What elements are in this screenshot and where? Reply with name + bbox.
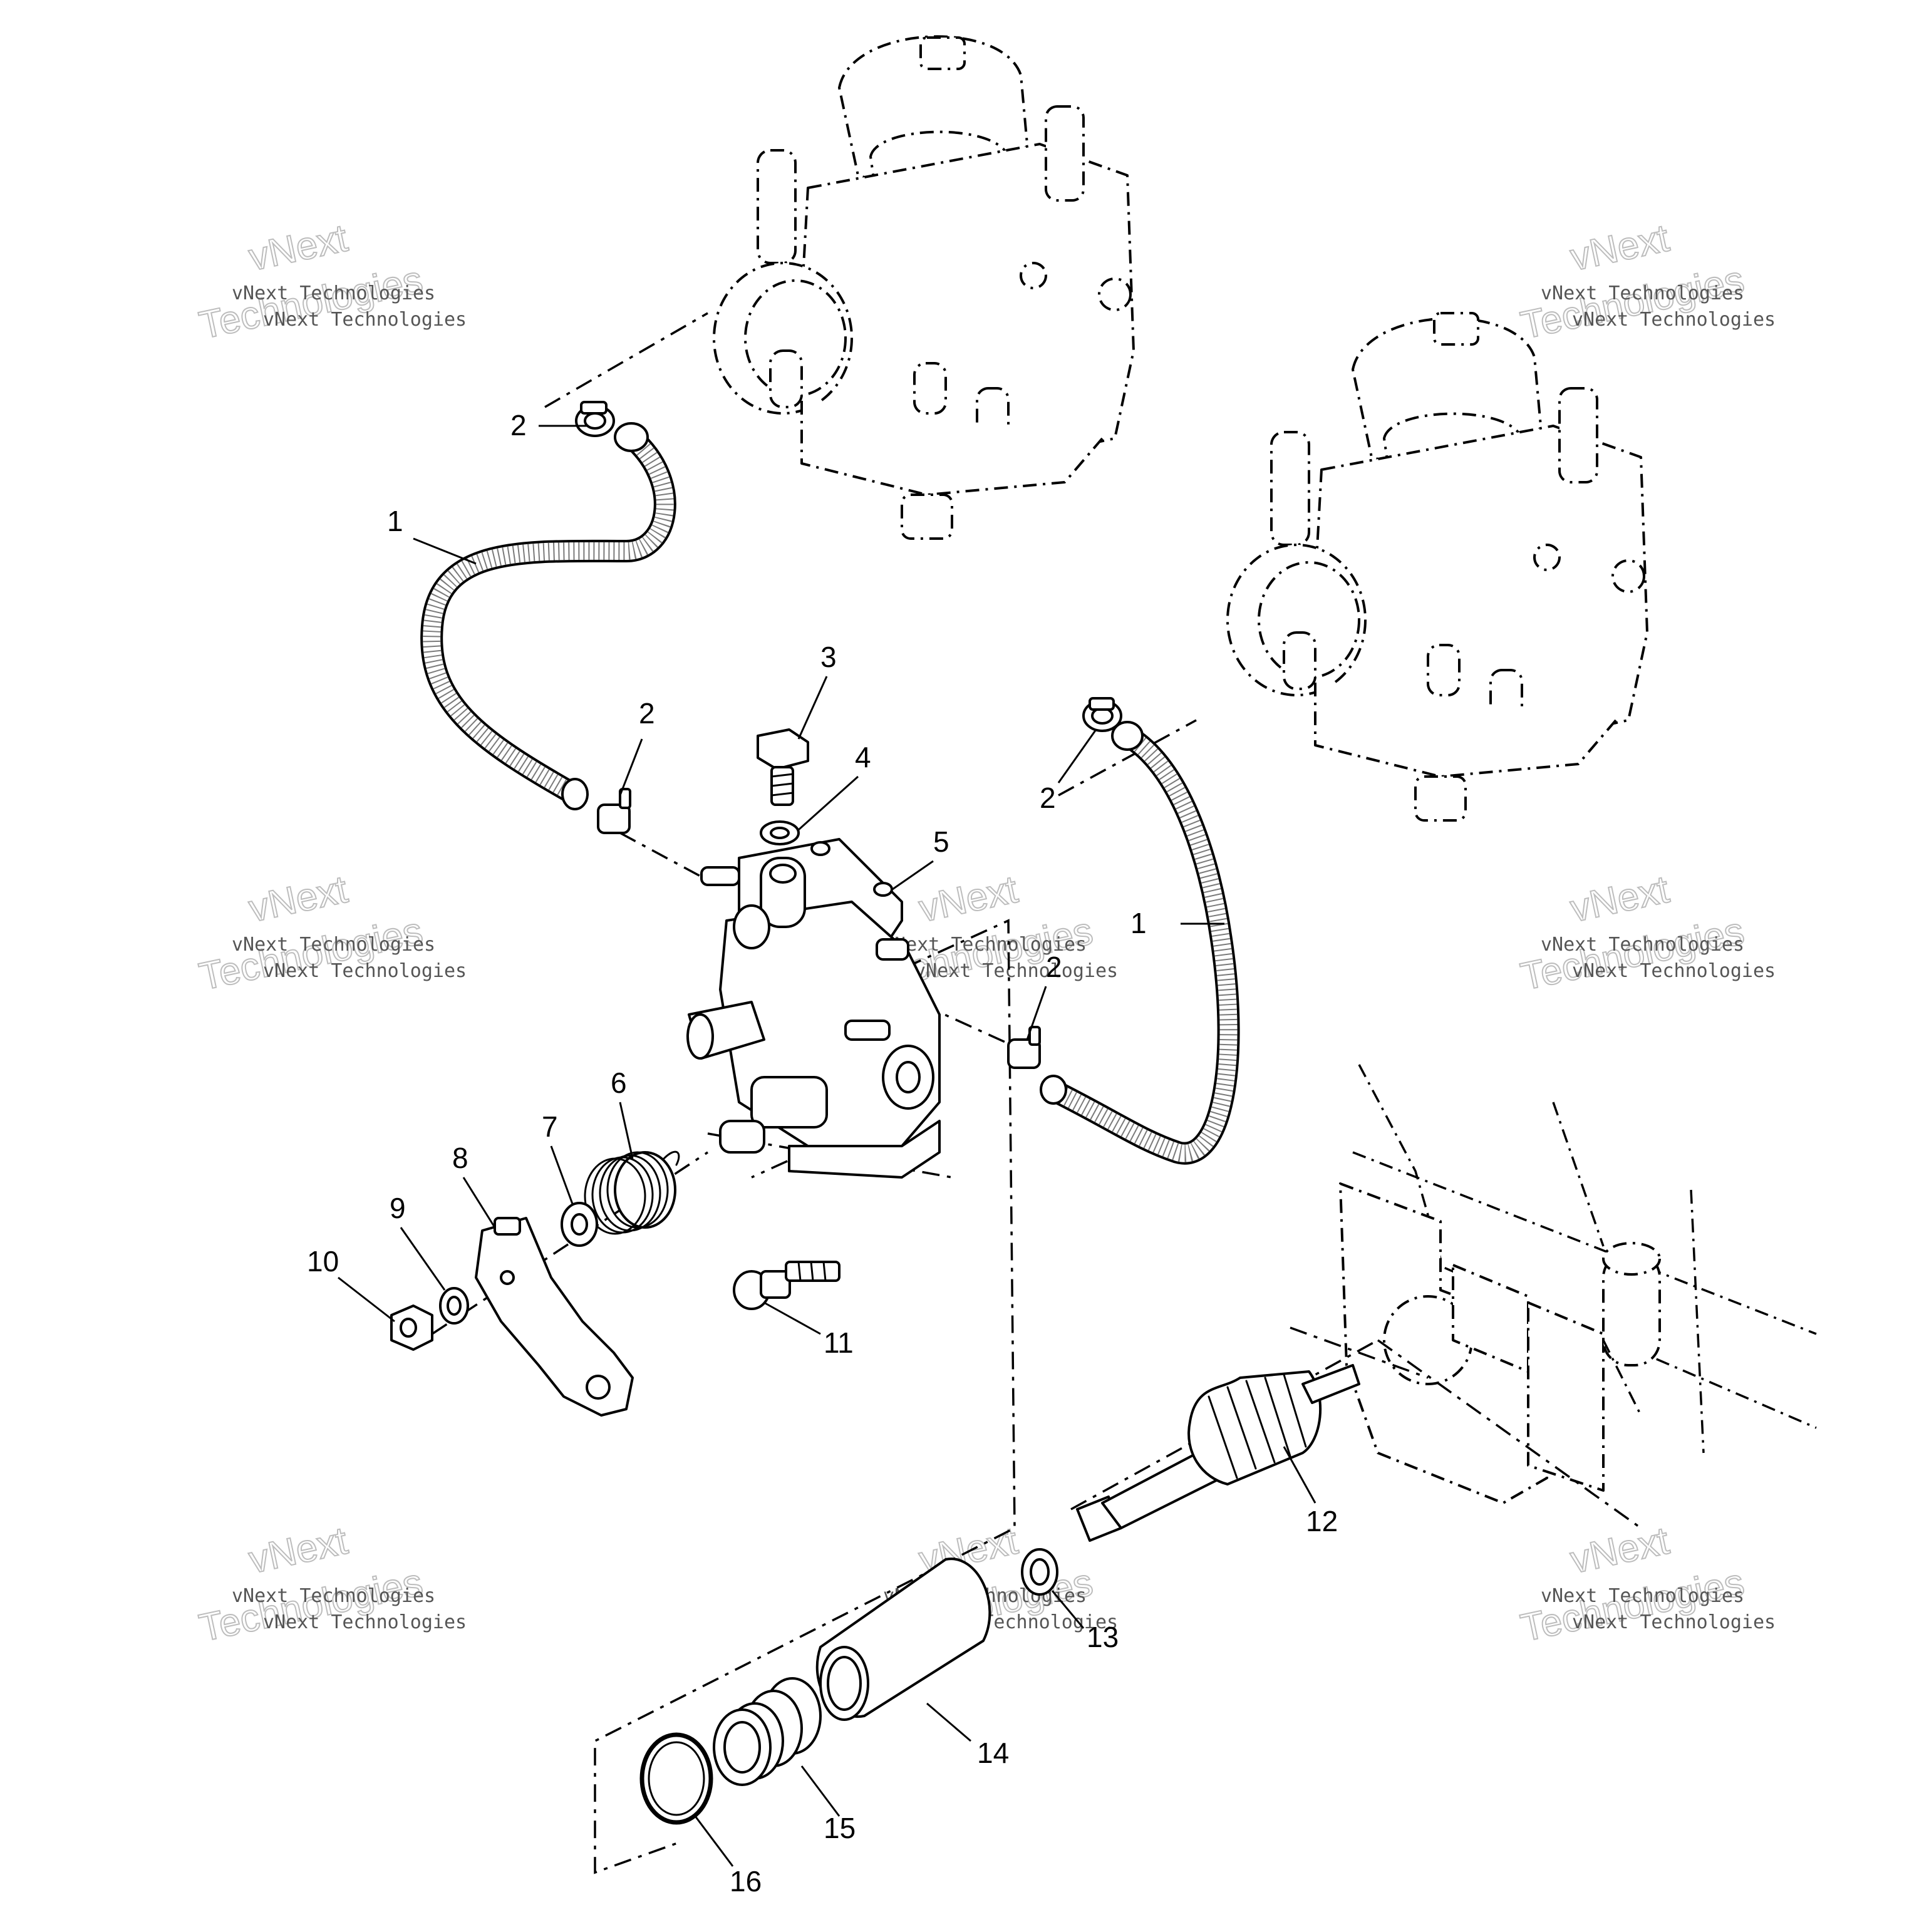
- spring-washer: [561, 1202, 598, 1247]
- callout-16: 16: [730, 1865, 762, 1898]
- watermark-text: vNext Technologies: [1572, 1611, 1776, 1633]
- watermark-text: vNext Technologies: [232, 282, 435, 304]
- callout-2-center: 2: [1046, 951, 1062, 983]
- hose-clamp-right: [1082, 697, 1122, 732]
- hex-nut: [390, 1304, 433, 1351]
- sealing-washer: [760, 820, 800, 845]
- fuel-hose-left: [420, 422, 676, 810]
- pump-drive-gear: [1076, 1364, 1360, 1542]
- pump-lever: [475, 1217, 634, 1417]
- watermark-text: vNext Technologies: [1572, 309, 1776, 331]
- callout-11: 11: [824, 1326, 854, 1359]
- watermark-text: vNext Technologies: [1541, 282, 1744, 304]
- callout-1-left: 1: [387, 505, 403, 537]
- callout-1-right: 1: [1130, 907, 1147, 939]
- hose-clamp-mid-left: [597, 788, 631, 834]
- carburetor-lower: [1226, 312, 1648, 822]
- watermark-text: vNext Technologies: [914, 960, 1118, 982]
- watermark-text: vNext Technologies: [232, 934, 435, 956]
- callout-4: 4: [855, 741, 871, 773]
- banjo-bolt: [757, 728, 809, 806]
- pump-sleeve: [815, 1557, 991, 1721]
- fuel-hose-right: [1040, 721, 1240, 1165]
- watermark-text: vNext Technologies: [1541, 1585, 1744, 1607]
- thrust-washer: [1021, 1548, 1058, 1596]
- callout-9: 9: [390, 1192, 406, 1224]
- callout-5: 5: [933, 825, 949, 858]
- svg-text:vNext: vNext: [245, 1519, 351, 1582]
- watermark-text: vNext Technologies: [1541, 934, 1744, 956]
- engine-case: [1339, 1064, 1817, 1504]
- watermark-text: vNext Technologies: [263, 960, 467, 982]
- callout-3: 3: [820, 641, 837, 673]
- callout-6: 6: [611, 1067, 627, 1099]
- svg-text:vNext: vNext: [245, 868, 351, 931]
- return-spring: [584, 1150, 680, 1235]
- callout-13: 13: [1087, 1621, 1119, 1653]
- watermark-text: vNext Technologies: [232, 1585, 435, 1607]
- callout-labels: 2 1 2 2 2 1 3 4 5 6 7 8 9 10 11 12 13 14…: [307, 409, 1338, 1898]
- watermark-text: vNext Technologies: [263, 309, 467, 331]
- oil-pump: [686, 838, 941, 1179]
- callout-10: 10: [307, 1245, 339, 1278]
- callout-2-top: 2: [510, 409, 527, 442]
- circlip: [639, 1732, 713, 1825]
- svg-text:vNext: vNext: [1566, 1519, 1672, 1582]
- mounting-screw: [733, 1261, 840, 1310]
- callout-12: 12: [1306, 1505, 1338, 1537]
- watermark-big-1: vNext: [245, 217, 351, 279]
- seal-bellows: [713, 1677, 822, 1786]
- callout-15: 15: [824, 1812, 856, 1844]
- callout-2-mid-left: 2: [639, 697, 655, 730]
- watermark-text: vNext Technologies: [1572, 960, 1776, 982]
- carburetor-upper: [713, 35, 1135, 540]
- callout-2-right: 2: [1040, 782, 1056, 814]
- callout-7: 7: [542, 1110, 558, 1143]
- callout-14: 14: [977, 1737, 1009, 1769]
- svg-text:vNext: vNext: [1566, 868, 1672, 931]
- svg-text:vNext: vNext: [1566, 217, 1672, 279]
- hose-clamp-center: [1007, 1026, 1041, 1069]
- leader-lines: [338, 425, 1316, 1867]
- hose-clamp-top: [575, 401, 615, 437]
- watermark-text: vNext Technologies: [883, 934, 1087, 956]
- callout-8: 8: [452, 1142, 468, 1174]
- lock-washer: [439, 1287, 469, 1325]
- watermark-text: vNext Technologies: [263, 1611, 467, 1633]
